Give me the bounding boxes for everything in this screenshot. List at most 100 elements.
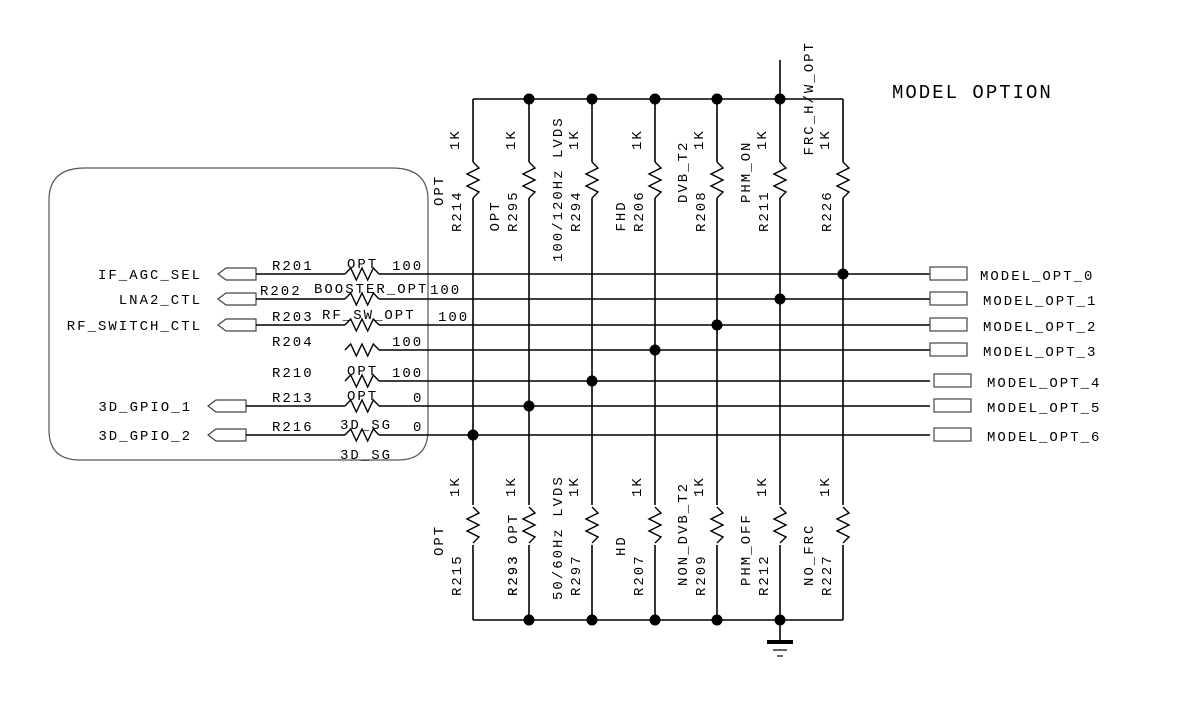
pulldown-option: NON_DVB_T2 (676, 482, 692, 586)
series-resistor-value: 100 (392, 366, 423, 382)
pullup-ref: R206 (632, 190, 648, 232)
resistor-gap (584, 505, 600, 545)
resistor-gap (465, 505, 481, 545)
output-port-icon[interactable] (933, 427, 972, 442)
output-port-icon[interactable] (929, 342, 968, 357)
input-signal-label: RF_SWITCH_CTL (67, 319, 202, 335)
series-resistor-ref: R202 (260, 284, 302, 300)
input-port-icon[interactable] (217, 292, 257, 306)
output-port-icon[interactable] (933, 398, 972, 413)
pullup-resistor (647, 161, 663, 199)
pullup-ref: R294 (569, 190, 585, 232)
output-port-icon[interactable] (929, 317, 968, 332)
input-port-icon[interactable] (207, 399, 247, 413)
pulldown-option: OPT (432, 525, 448, 556)
pullup-ref: R295 (506, 190, 522, 232)
resistor-gap (709, 505, 725, 545)
pulldown-option: 50/60Hz LVDS (551, 475, 567, 600)
pulldown-ref: R209 (694, 554, 710, 596)
input-port-icon[interactable] (217, 267, 257, 281)
pullup-option: OPT (432, 175, 448, 206)
pullup-option: PHM_ON (739, 141, 755, 203)
series-resistor-option: BOOSTER_OPT (314, 282, 428, 298)
series-resistor-ref: R204 (272, 335, 314, 351)
output-port-icon[interactable] (929, 291, 968, 306)
input-signal-label: IF_AGC_SEL (98, 268, 202, 284)
module-block-outline (48, 167, 429, 461)
pullup-option: FRC_H/W_OPT (802, 41, 818, 155)
series-resistor (344, 373, 380, 389)
junction-dot (523, 614, 535, 626)
series-resistor-ref: R203 (272, 310, 314, 326)
pullup-resistor (772, 161, 788, 199)
series-resistor-option: OPT (347, 364, 378, 380)
series-resistor-value: 0 (413, 391, 423, 407)
series-resistor-option: OPT (347, 389, 378, 405)
pulldown-value: 1K (504, 476, 520, 497)
pulldown-ref-option: R293 OPT (506, 513, 522, 596)
input-signal-label: 3D_GPIO_2 (98, 429, 192, 445)
pulldown-option: NO_FRC (802, 524, 818, 586)
input-port-icon[interactable] (217, 318, 257, 332)
diagram-title: MODEL OPTION (892, 82, 1053, 104)
pulldown-ref: R207 (632, 554, 648, 596)
resistor-gap (521, 505, 537, 545)
pullup-value: 1K (818, 129, 834, 150)
pullup-option: DVB_T2 (676, 141, 692, 203)
pullup-resistor (709, 161, 725, 199)
series-resistor (344, 291, 380, 307)
pulldown-ref: R212 (757, 554, 773, 596)
input-signal-label: LNA2_CTL (119, 293, 202, 309)
pullup-value: 1K (692, 129, 708, 150)
pullup-value: 1K (567, 129, 583, 150)
series-resistor-ref: R210 (272, 366, 314, 382)
pullup-option: 100/120Hz LVDS (551, 116, 567, 262)
input-signal-label: 3D_GPIO_1 (98, 400, 192, 416)
pulldown-value: 1K (692, 476, 708, 497)
junction-dot (649, 93, 661, 105)
pulldown-value: 1K (755, 476, 771, 497)
pullup-ref: R214 (450, 190, 466, 232)
junction-dot (711, 93, 723, 105)
series-resistor-ref: R201 (272, 259, 314, 275)
series-resistor-value: 100 (392, 335, 423, 351)
pulldown-ref: R215 (450, 554, 466, 596)
pulldown-resistor (835, 506, 851, 544)
junction-dot (774, 93, 786, 105)
input-port-icon[interactable] (207, 428, 247, 442)
pullup-resistor (584, 161, 600, 199)
output-port-icon[interactable] (933, 373, 972, 388)
series-resistor (344, 342, 380, 358)
series-resistor-option: OPT (347, 257, 378, 273)
output-port-icon[interactable] (929, 266, 968, 281)
pulldown-ref: R297 (569, 554, 585, 596)
series-resistor (344, 398, 380, 414)
junction-dot (586, 93, 598, 105)
output-signal-label: MODEL_OPT_5 (987, 401, 1101, 417)
series-resistor-option: 3D_SG (340, 448, 392, 464)
pulldown-resistor (521, 506, 537, 544)
pullup-value: 1K (504, 129, 520, 150)
pulldown-option: HD (614, 535, 630, 556)
series-resistor-ref: R216 (272, 420, 314, 436)
pullup-ref: R208 (694, 190, 710, 232)
series-resistor-option: RF_SW_OPT (322, 308, 416, 324)
resistor-gap (835, 505, 851, 545)
series-resistor-ref: R213 (272, 391, 314, 407)
pullup-option: OPT (488, 200, 504, 231)
resistor-gap (647, 505, 663, 545)
junction-dot (711, 614, 723, 626)
pulldown-resistor (772, 506, 788, 544)
